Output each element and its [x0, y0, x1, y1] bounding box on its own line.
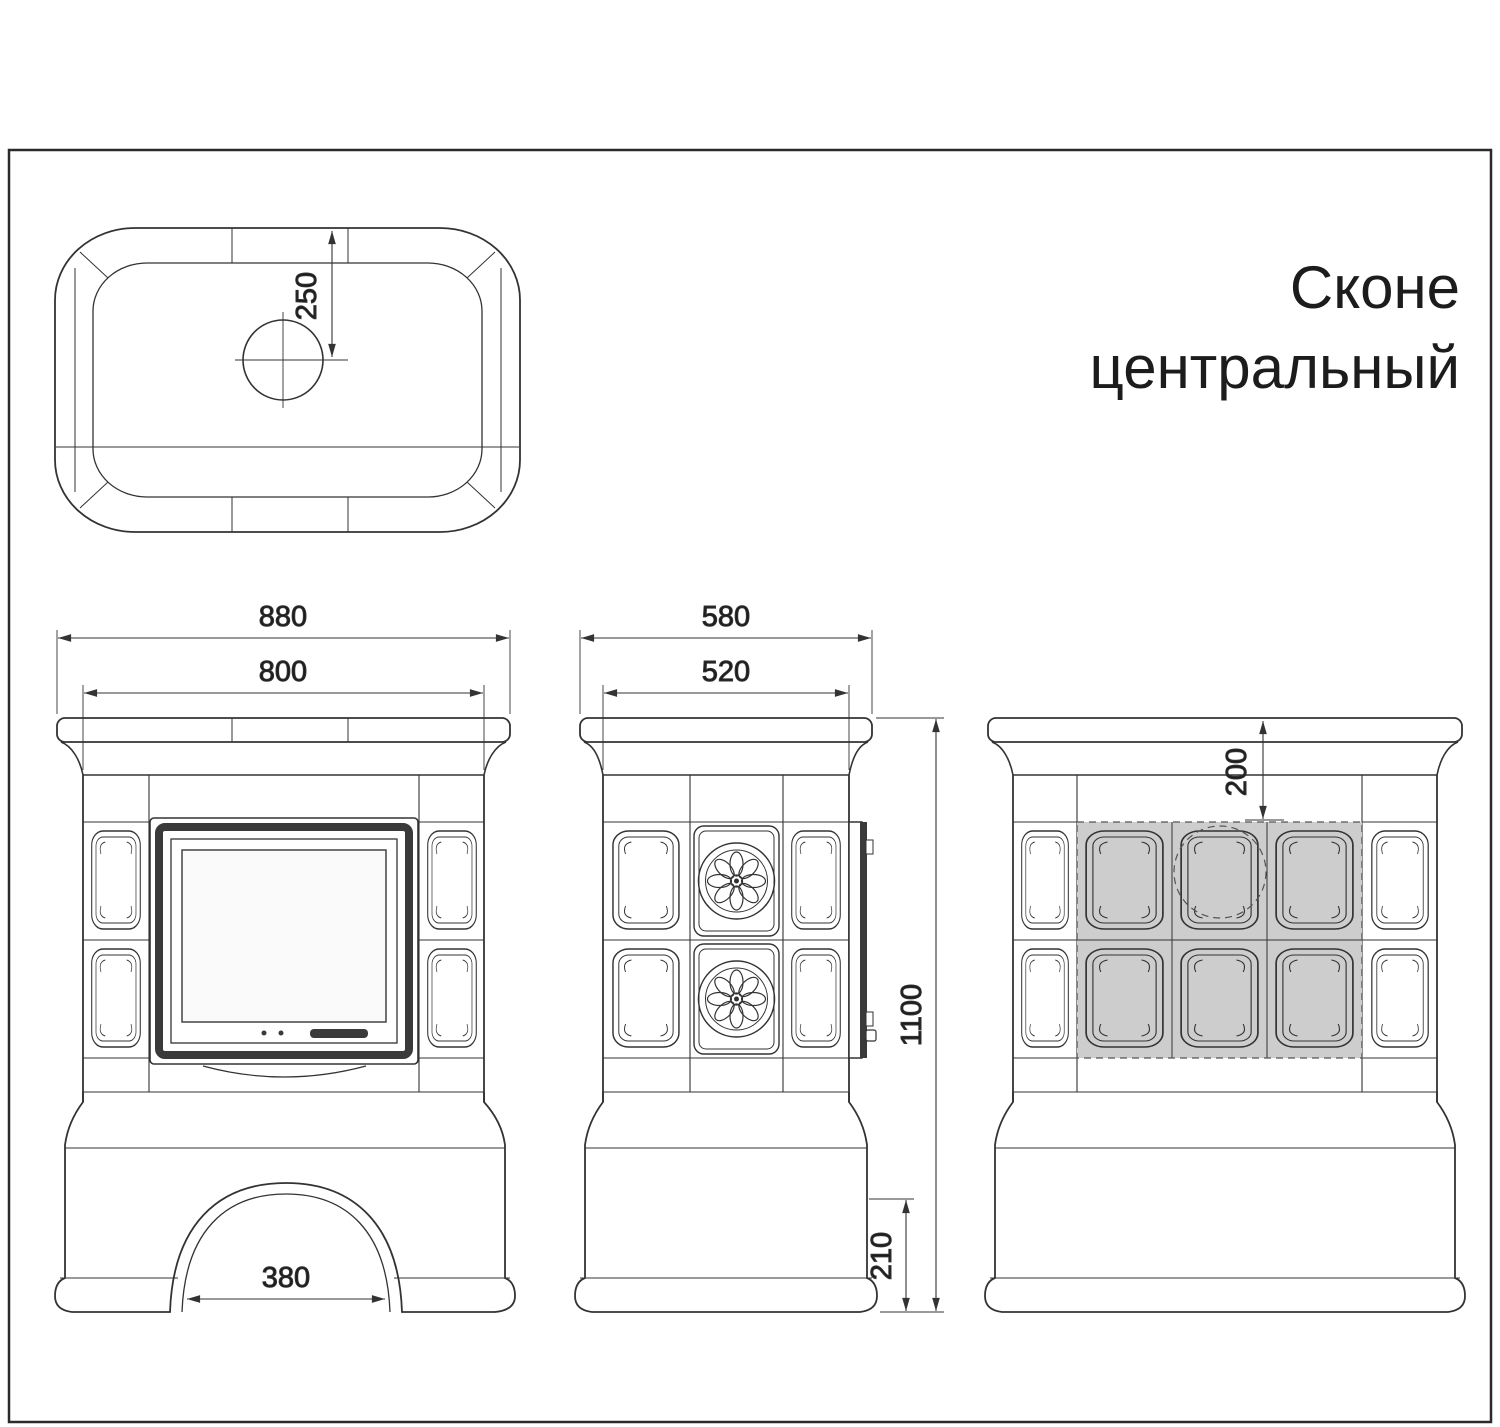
front-crown	[56, 717, 511, 776]
dim-label-580: 580	[702, 601, 750, 633]
back-tile	[1020, 948, 1070, 1048]
side-tile	[790, 948, 842, 1048]
heated-tile	[1085, 830, 1164, 930]
dimension-200: 200	[1221, 721, 1284, 821]
door-hinge	[865, 1011, 874, 1027]
heated-tile	[1275, 948, 1354, 1048]
side-tile	[790, 830, 842, 930]
dim-label-800: 800	[259, 656, 307, 688]
title-line-1: Сконе	[1290, 254, 1460, 321]
back-tile	[1020, 830, 1070, 930]
back-view: 200	[984, 717, 1466, 1313]
side-base	[574, 1092, 878, 1313]
heated-tile	[1180, 830, 1259, 930]
front-tile	[90, 948, 142, 1048]
front-base	[54, 1092, 516, 1313]
dimension-520: 520	[602, 656, 850, 770]
dimension-580: 580	[579, 601, 873, 714]
drawing-frame	[7, 148, 1493, 1424]
heated-tile	[1275, 830, 1354, 930]
back-tile	[1371, 830, 1429, 930]
side-door-handle	[865, 1029, 877, 1042]
front-tile	[426, 948, 478, 1048]
dim-label-880: 880	[259, 601, 307, 633]
heated-tile	[1180, 948, 1259, 1048]
side-crown	[579, 717, 873, 776]
dim-label-200: 200	[1221, 748, 1253, 796]
back-base	[984, 1092, 1466, 1313]
front-tile	[426, 830, 478, 930]
dimension-250: 250	[283, 231, 348, 361]
dim-label-380: 380	[262, 1262, 310, 1294]
door-glass	[181, 849, 387, 1023]
door-hinge	[865, 839, 874, 855]
door-apron	[202, 1065, 367, 1078]
side-view: 580 520	[574, 601, 944, 1313]
top-view: 250	[54, 227, 521, 533]
dimension-210: 210	[866, 1198, 914, 1311]
heated-tile	[1085, 948, 1164, 1048]
rosette-tile	[693, 943, 780, 1055]
top-view-inner-outline	[92, 262, 483, 498]
heated-zone	[1076, 821, 1363, 1059]
title-block: Сконе центральный	[1090, 254, 1460, 401]
back-crown	[987, 717, 1463, 776]
side-door	[848, 821, 877, 1059]
heated-zone-outline	[1076, 821, 1363, 1059]
front-body	[82, 775, 485, 1102]
door-knob	[278, 1030, 284, 1036]
side-tile	[612, 830, 680, 930]
back-tile	[1371, 948, 1429, 1048]
door-handle	[310, 1029, 368, 1038]
dimension-800: 800	[82, 656, 485, 770]
arch-inner-line	[181, 1193, 391, 1313]
side-tile	[612, 948, 680, 1048]
front-tile	[90, 830, 142, 930]
dimension-880: 880	[56, 601, 511, 714]
title-line-2: центральный	[1090, 334, 1460, 401]
side-body	[602, 775, 850, 1102]
front-view: 880 800	[54, 601, 516, 1313]
firebox-door	[149, 817, 419, 1078]
door-knob	[261, 1030, 267, 1036]
dim-label-1100: 1100	[896, 984, 928, 1046]
dim-label-210: 210	[866, 1232, 898, 1280]
chimney-hidden-circle	[1173, 825, 1267, 919]
dimension-380: 380	[187, 1262, 385, 1303]
dimension-1100: 1100	[876, 717, 944, 1313]
dim-label-250: 250	[291, 272, 323, 320]
rosette-tile	[693, 825, 780, 937]
dim-label-520: 520	[702, 656, 750, 688]
top-view-outer-outline	[54, 227, 521, 533]
